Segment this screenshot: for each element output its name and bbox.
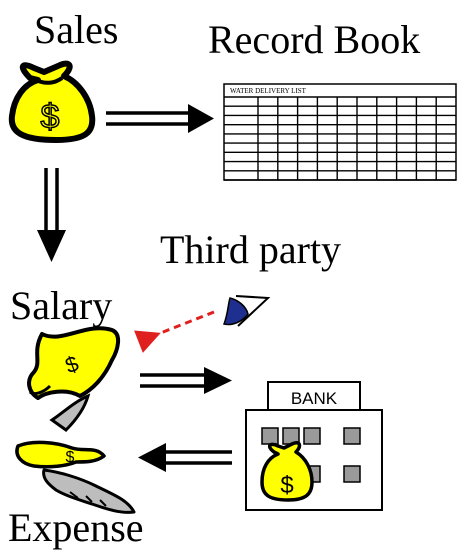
bank-money-bag-icon: $ (260, 440, 314, 502)
svg-text:$: $ (66, 449, 75, 466)
third-party-label: Third party (160, 227, 342, 272)
record-book-label: Record Book (208, 17, 421, 62)
record-book-icon: WATER DELIVERY LIST (223, 83, 457, 181)
bank-sign: BANK (291, 389, 338, 408)
arrow-sales-to-record-book (106, 104, 214, 133)
eye-icon (222, 295, 271, 327)
svg-text:$: $ (280, 472, 293, 499)
record-book-header: WATER DELIVERY LIST (230, 87, 307, 95)
arrow-sales-to-salary (37, 168, 66, 262)
salary-label: Salary (10, 283, 113, 328)
banknote-icon: $ (27, 326, 120, 400)
arrow-bank-to-expense (138, 443, 232, 472)
expense-label: Expense (8, 505, 144, 550)
bank-building-icon: BANK $ (245, 381, 383, 511)
money-bag-icon: $ (8, 60, 96, 143)
arrow-salary-to-bank (140, 367, 232, 394)
paying-hand-icon: $ (15, 393, 136, 514)
sales-label: Sales (34, 7, 119, 52)
red-dashed-arrow (134, 310, 215, 353)
dollar-sign: $ (41, 98, 60, 136)
